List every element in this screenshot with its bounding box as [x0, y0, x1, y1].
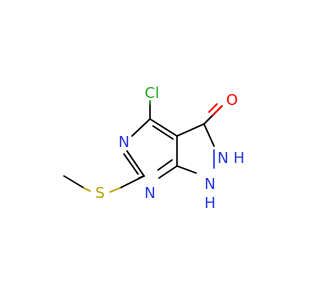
bond-s-half-left [83, 187, 91, 192]
atom-nh-upper-n: N [217, 149, 228, 167]
bond-c7a-n-bottom-double [157, 159, 173, 171]
bond-methyl-s [63, 175, 85, 189]
atom-cl: Cl [145, 84, 160, 102]
atom-n-top: N [118, 133, 129, 151]
atom-n-bottom: N [144, 184, 155, 202]
bond-o-half [212, 105, 223, 116]
bond-n-top-c4 [131, 118, 151, 137]
molecule-structure-diagram: Cl O N N H N N H S [63, 84, 245, 212]
bond-c7a-n-bottom [158, 165, 178, 179]
bonds-colored [83, 100, 223, 193]
bond-c6-n-top [126, 150, 145, 177]
atom-nh-lower-h: H [204, 194, 215, 212]
bond-c7a-nh-lower [176, 165, 197, 174]
bond-c4-c3a [149, 118, 178, 137]
bond-c3-nh-upper [203, 123, 215, 147]
atom-nh-lower-n: N [204, 175, 215, 193]
bond-c4-c3a-double [152, 125, 174, 140]
bond-c3a-c3 [176, 123, 205, 137]
bond-c6-n-bottom [138, 175, 145, 179]
atom-nh-upper-h: H [233, 149, 244, 167]
atom-o: O [226, 91, 238, 109]
bond-o-half-double [208, 103, 218, 113]
bond-s-half-right [109, 187, 121, 193]
bonds [63, 100, 223, 189]
bond-c6-n-top-double [123, 153, 139, 175]
atom-s: S [95, 184, 105, 202]
